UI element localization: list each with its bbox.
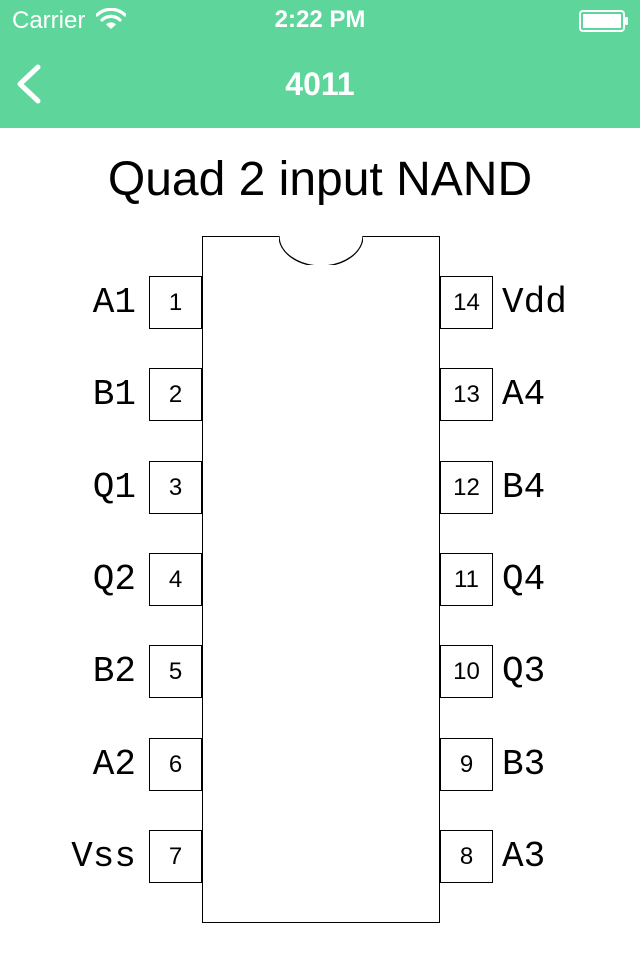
chip-body (202, 236, 440, 923)
battery-icon (579, 10, 629, 32)
chevron-left-icon (17, 64, 41, 104)
chip-notch (279, 233, 363, 265)
pin-14-label: Vdd (502, 282, 567, 323)
pin-4-label: Q2 (92, 559, 136, 600)
pin-2-label: B1 (92, 374, 136, 415)
pin-13-label: A4 (502, 374, 546, 415)
nav-title: 4011 (285, 66, 355, 102)
pin-5-label: B2 (92, 651, 136, 692)
header: Carrier 2:22 PM 4011 (0, 0, 640, 128)
pin-1-label: A1 (92, 282, 136, 323)
pin-8-number: 8 (440, 830, 493, 883)
pin-13-number: 13 (440, 368, 493, 421)
pin-9-number: 9 (440, 738, 493, 791)
pin-3-number: 3 (149, 461, 202, 514)
navigation-bar: 4011 (0, 40, 640, 128)
pin-10-label: Q3 (502, 651, 546, 692)
pin-3-label: Q1 (92, 467, 136, 508)
pin-12-number: 12 (440, 461, 493, 514)
status-bar: Carrier 2:22 PM (0, 0, 640, 40)
pin-8-label: A3 (502, 836, 546, 877)
back-button[interactable] (0, 40, 80, 128)
pin-2-number: 2 (149, 368, 202, 421)
pin-7-number: 7 (149, 830, 202, 883)
wifi-icon (95, 7, 127, 30)
pin-4-number: 4 (149, 553, 202, 606)
chip-title: Quad 2 input NAND (107, 153, 533, 206)
pin-9-label: B3 (502, 744, 546, 785)
pin-5-number: 5 (149, 645, 202, 698)
pin-11-number: 11 (440, 553, 493, 606)
pin-11-label: Q4 (502, 559, 546, 600)
pin-7-label: Vss (71, 836, 136, 877)
carrier-label: Carrier (12, 7, 86, 34)
pin-6-label: A2 (92, 744, 136, 785)
pin-6-number: 6 (149, 738, 202, 791)
status-time: 2:22 PM (274, 6, 366, 33)
pin-12-label: B4 (502, 467, 546, 508)
pin-1-number: 1 (149, 276, 202, 329)
pin-14-number: 14 (440, 276, 493, 329)
pin-10-number: 10 (440, 645, 493, 698)
